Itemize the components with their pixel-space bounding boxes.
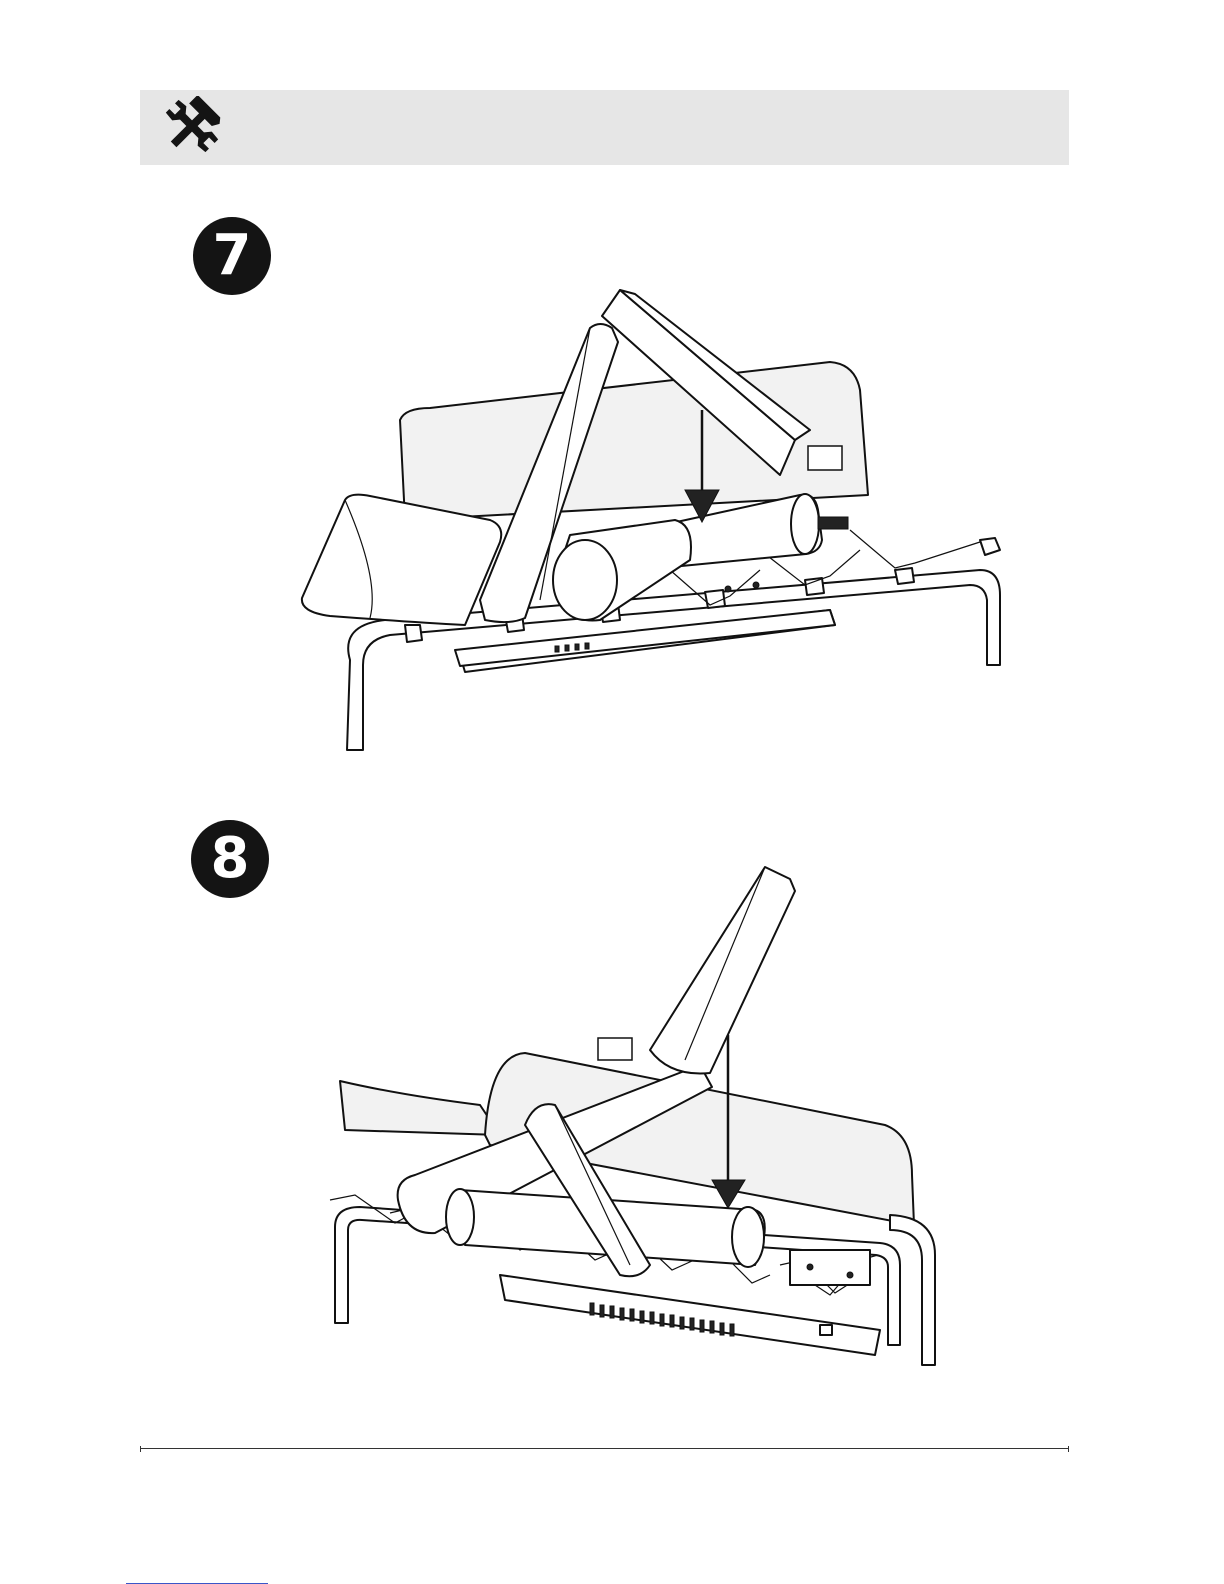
step-7-badge: 7 [193,217,271,295]
header-bar [140,90,1069,165]
tools-icon [162,96,222,156]
log-placement-step-7-illustration [290,280,1050,760]
footer-rule [140,1446,1069,1452]
footer-line [140,1448,1069,1449]
footer-tick-left [140,1446,141,1452]
footer-tick-right [1068,1446,1069,1452]
log-placement-step-8-illustration [300,855,950,1430]
step-7-callout-box [808,446,842,470]
step-8-badge: 8 [191,820,269,898]
step-8-number: 8 [211,831,250,887]
step-7-number: 7 [213,228,252,284]
step-8-callout-box [598,1038,632,1060]
